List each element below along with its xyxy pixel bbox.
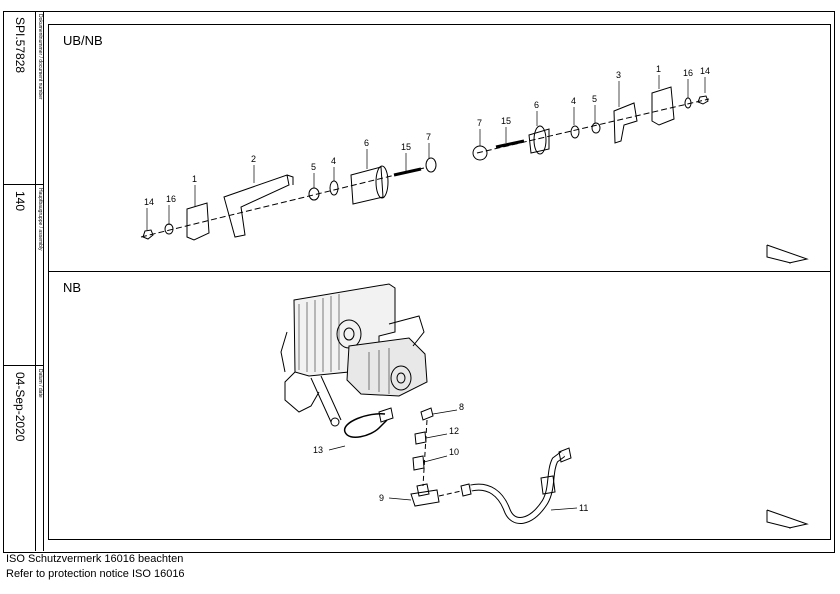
hose-fitting-part — [540, 475, 556, 495]
hose-fitting-part — [558, 447, 572, 463]
callout-label: 1 — [192, 174, 197, 184]
axis-line — [438, 490, 462, 497]
assembly-label: Hauptbaugruppe / assembly — [37, 188, 43, 251]
callout-label: 6 — [534, 100, 539, 110]
nut-14-part — [142, 229, 154, 240]
callout-label: 3 — [616, 70, 621, 80]
callout-label: 7 — [477, 118, 482, 128]
document-number: SPI.57828 — [13, 17, 27, 74]
callout-label: 14 — [144, 197, 154, 207]
callout-label: 9 — [379, 493, 384, 503]
callout-label: 4 — [331, 156, 336, 166]
callout-label: 5 — [592, 94, 597, 104]
leader-lines — [146, 75, 706, 230]
panel-title-ub-nb: UB/NB — [63, 33, 103, 48]
exploded-view-ub-nb: 14 16 1 2 5 4 6 15 7 7 15 6 4 5 3 1 16 1… — [140, 64, 809, 264]
callout-label: 7 — [426, 132, 431, 142]
fitting-10-part — [412, 455, 425, 471]
bracket-2-part — [223, 174, 294, 238]
bolt-15-part — [495, 139, 525, 149]
tee-9-part — [410, 483, 440, 507]
fitting-12-part — [414, 431, 427, 445]
view-direction-arrow-icon — [766, 509, 809, 529]
washer-5-part — [591, 122, 601, 134]
callout-label: 13 — [313, 445, 323, 455]
date-value: 04-Sep-2020 — [13, 372, 27, 442]
pulley-6-part — [528, 128, 550, 154]
nut-14-part — [697, 95, 709, 105]
assembly-number: 140 — [13, 191, 27, 212]
callout-label: 15 — [401, 142, 411, 152]
pulley-6-face — [533, 125, 547, 155]
callout-label: 6 — [364, 138, 369, 148]
title-block-divider — [3, 184, 43, 185]
callouts-nb: 8 12 10 13 9 11 — [313, 402, 588, 513]
hose-fitting-part — [460, 483, 472, 497]
title-block-divider — [3, 365, 43, 366]
title-block-divider — [35, 11, 37, 551]
panel-ub-nb: UB/NB — [48, 24, 831, 273]
callout-label: 4 — [571, 96, 576, 106]
plate-1-part — [651, 86, 675, 126]
ring-7-part — [425, 157, 437, 173]
protection-notice-de: ISO Schutzvermerk 16016 beachten — [6, 553, 184, 565]
callout-label: 14 — [700, 66, 710, 76]
axis-line — [140, 167, 425, 238]
callout-label: 8 — [459, 402, 464, 412]
bracket-arm-part — [310, 375, 342, 423]
hose-13-part — [344, 413, 388, 438]
pulley-6-face — [375, 165, 389, 199]
callout-label: 12 — [449, 426, 459, 436]
callout-label: 10 — [449, 447, 459, 457]
bracket-3-part — [613, 102, 638, 144]
exploded-view-nb: 8 12 10 13 9 11 — [280, 283, 809, 529]
washer-4-part — [329, 180, 339, 196]
pump-assembly-part — [346, 315, 428, 397]
callout-label: 5 — [311, 162, 316, 172]
date-label: Datum / date — [37, 369, 43, 398]
document-number-label: Dokumentnummer / document number — [37, 14, 43, 100]
callout-label: 1 — [656, 64, 661, 74]
callout-label: 15 — [501, 116, 511, 126]
axis-line — [422, 419, 428, 487]
leader-lines — [328, 409, 578, 511]
washer-4-part — [570, 125, 580, 139]
callout-label: 11 — [579, 503, 588, 513]
fitting-part — [378, 407, 394, 423]
callout-label: 16 — [683, 68, 693, 78]
fitting-8-part — [420, 407, 434, 421]
pulley-6-part — [350, 166, 384, 205]
bolt-15-part — [393, 167, 422, 177]
view-direction-arrow-icon — [766, 244, 809, 264]
plate-1-part — [186, 202, 210, 241]
callout-label: 16 — [166, 194, 176, 204]
panel-title-nb: NB — [63, 280, 82, 295]
hose-11-part — [470, 452, 565, 523]
ring-7-part — [472, 145, 488, 161]
title-block: Dokumentnummer / document number SPI.578… — [3, 11, 44, 551]
panel-nb: NB — [48, 271, 831, 540]
protection-notice-en: Refer to protection notice ISO 16016 — [6, 568, 185, 580]
callout-label: 2 — [251, 154, 256, 164]
drawing-sheet-frame — [3, 11, 835, 553]
callouts-ub-nb: 14 16 1 2 5 4 6 15 7 7 15 6 4 5 3 1 16 1… — [144, 64, 710, 207]
